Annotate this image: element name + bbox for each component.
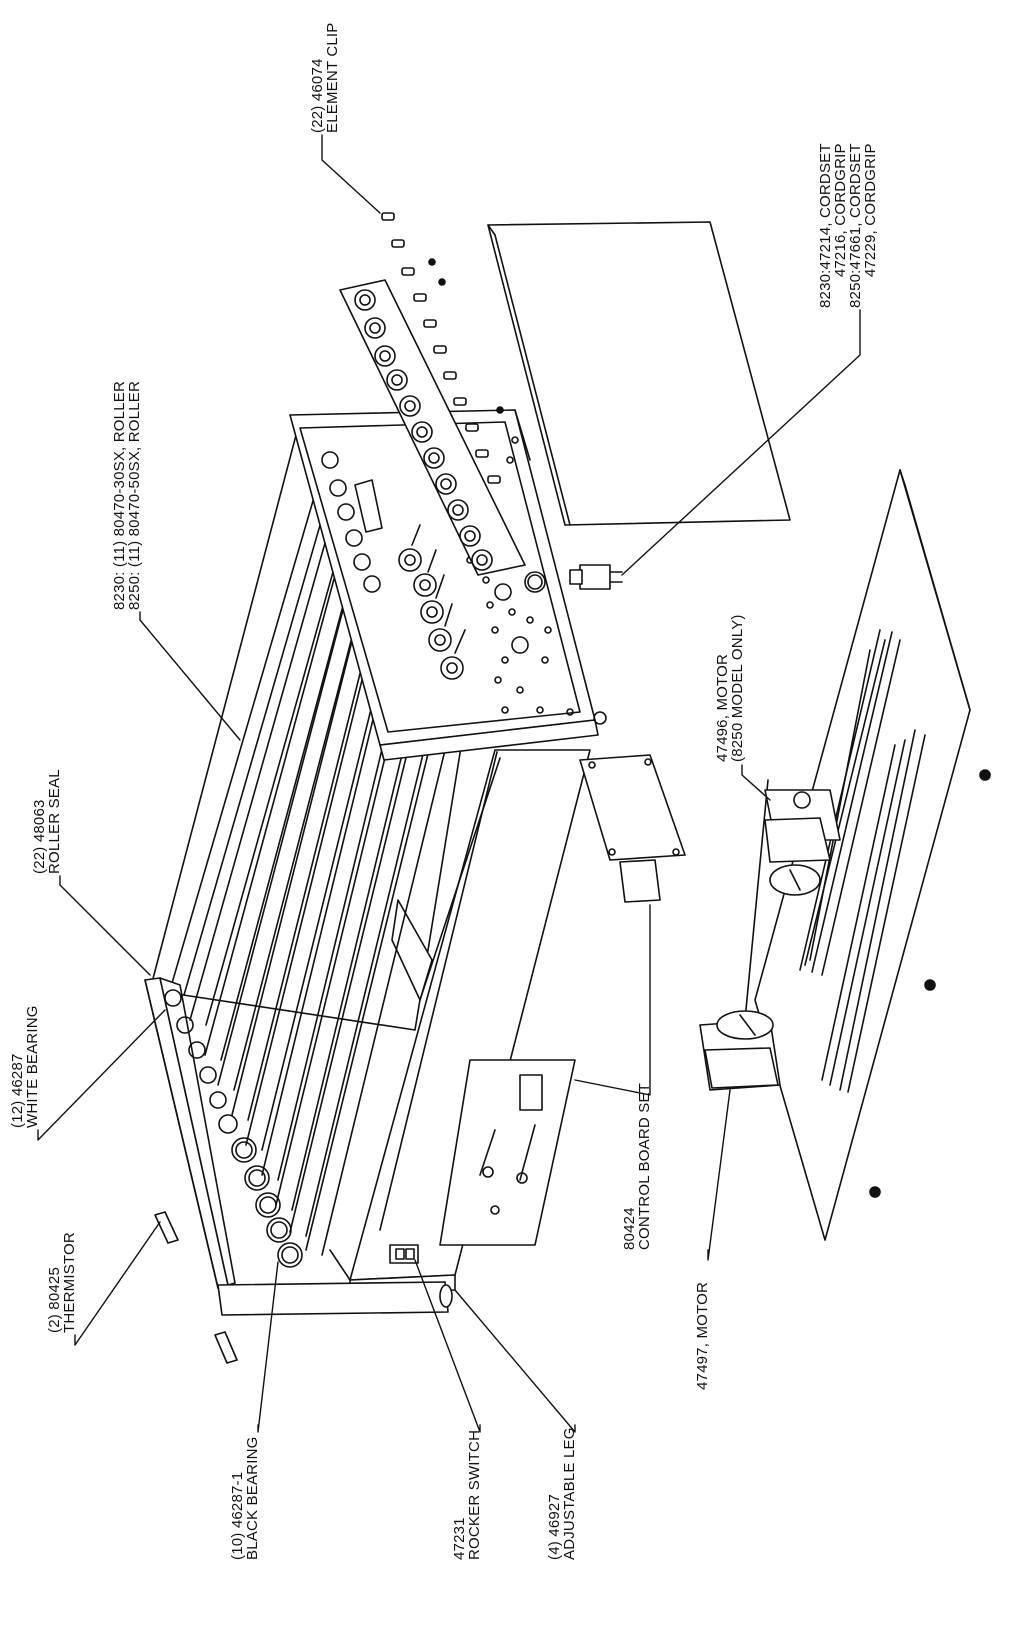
callout-line: 47496, MOTOR (714, 653, 731, 762)
callout-line: 8250:47661, CORDSET (847, 143, 864, 308)
callout-line: 8230:47214, CORDSET (817, 143, 834, 308)
callout-line: ROCKER SWITCH (466, 1429, 483, 1560)
callout-line: (12) 46287 (9, 1053, 26, 1128)
callout-motor-47496: 47496, MOTOR (8250 MODEL ONLY) (714, 614, 746, 762)
callout-line: 80424 (621, 1207, 638, 1250)
callout-line: THERMISTOR (61, 1232, 78, 1333)
callout-line: (8250 MODEL ONLY) (729, 614, 746, 762)
callout-line: CONTROL BOARD SET (636, 1082, 653, 1250)
callout-line: (2) 80425 (46, 1266, 63, 1333)
callout-line: 47229, CORDGRIP (862, 143, 879, 278)
callout-line: ROLLER SEAL (46, 769, 63, 874)
callout-line: ADJUSTABLE LEG (561, 1427, 578, 1560)
callout-motor-47497: 47497, MOTOR (694, 1281, 711, 1390)
rollers (169, 469, 457, 1256)
callout-cordset: 8230:47214, CORDSET 47216, CORDGRIP 8250… (817, 143, 879, 308)
motor-47496 (764, 789, 841, 896)
base-plate (744, 469, 991, 1241)
end-panel-left (144, 977, 453, 1316)
callout-white-bearing: (12) 46287 WHITE BEARING (9, 1005, 41, 1128)
callout-roller: 8230: (11) 80470-30SX, ROLLER 8250: (11)… (111, 381, 143, 610)
callout-rocker-switch: 47231 ROCKER SWITCH (451, 1429, 483, 1560)
callout-line: (4) 46927 (546, 1493, 563, 1560)
cordset (569, 564, 623, 590)
callout-line: 47231 (451, 1517, 468, 1560)
element-strip (339, 279, 526, 576)
callout-line: WHITE BEARING (24, 1005, 41, 1128)
callout-line: 47497, MOTOR (694, 1281, 711, 1390)
louvers (799, 629, 926, 1093)
control-board (439, 754, 686, 1246)
callout-line: ELEMENT CLIP (324, 22, 341, 134)
callout-adjustable-leg: (4) 46927 ADJUSTABLE LEG (546, 1427, 578, 1560)
callout-line: 47216, CORDGRIP (832, 143, 849, 278)
thermistors (154, 1211, 238, 1364)
callout-line: 8230: (11) 80470-30SX, ROLLER (111, 381, 128, 610)
callout-line: (22) 48063 (31, 799, 48, 874)
leader-lines (37, 134, 861, 1433)
callout-line: (22) 46074 (309, 58, 326, 133)
callout-line: (10) 46287-1 (229, 1471, 246, 1560)
motor-47497 (699, 1010, 781, 1091)
callout-line: 8250: (11) 80470-50SX, ROLLER (126, 381, 143, 610)
callout-line: BLACK BEARING (244, 1436, 261, 1560)
callout-roller-seal: (22) 48063 ROLLER SEAL (31, 769, 63, 874)
callout-black-bearing: (10) 46287-1 BLACK BEARING (229, 1436, 261, 1560)
element-clips (381, 212, 504, 484)
callout-element-clip: (22) 46074 ELEMENT CLIP (309, 22, 341, 134)
end-panel-right (289, 409, 607, 761)
callout-control-board: 80424 CONTROL BOARD SET (621, 1082, 653, 1250)
cover-panel (487, 221, 791, 526)
callout-thermistor: (2) 80425 THERMISTOR (46, 1232, 78, 1333)
